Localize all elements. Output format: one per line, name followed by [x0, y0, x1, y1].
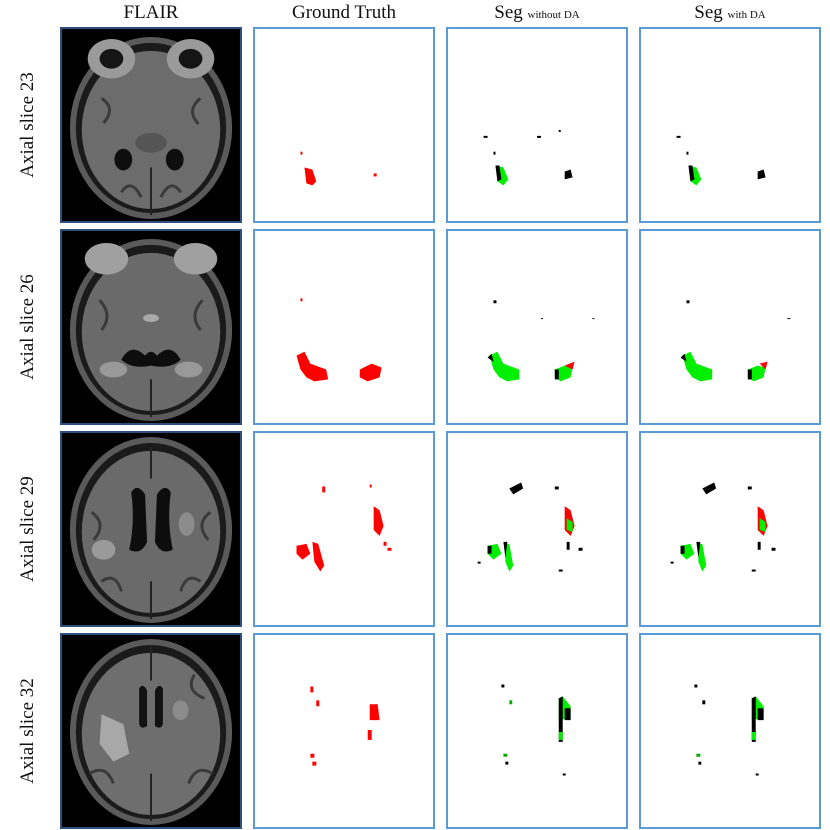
ground-truth-slice-23	[253, 27, 435, 223]
ground-truth-mask	[310, 686, 380, 766]
flair-image-slice-26	[60, 229, 242, 425]
flair-image-slice-32	[60, 633, 242, 829]
segmentation-mask	[694, 684, 764, 776]
column-label: FLAIR	[123, 2, 179, 23]
flair-image-slice-29	[60, 431, 242, 627]
column-subscript: with DA	[727, 9, 766, 21]
row-label-slice-32: Axial slice 32	[17, 678, 38, 784]
ground-truth-slice-29	[253, 431, 435, 627]
ground-truth-slice-32	[253, 633, 435, 829]
brain-mri-image	[69, 639, 233, 825]
seg-with-da-slice-29	[639, 431, 821, 627]
seg-with-da-slice-23	[639, 27, 821, 223]
segmentation-mask	[477, 482, 583, 572]
ground-truth-mask	[300, 151, 377, 186]
column-label: Seg	[494, 2, 523, 23]
seg-without-da-slice-23	[446, 27, 628, 223]
segmentation-mask	[680, 300, 791, 382]
segmentation-mask	[487, 300, 595, 382]
column-label: Ground Truth	[292, 2, 396, 23]
column-header-ground-truth: Ground Truth	[253, 2, 435, 24]
ground-truth-mask	[296, 298, 382, 382]
brain-mri-image	[69, 437, 233, 623]
segmentation-mask	[501, 684, 571, 776]
seg-without-da-slice-26	[446, 229, 628, 425]
flair-image-slice-23	[60, 27, 242, 223]
row-label-slice-29: Axial slice 29	[17, 476, 38, 582]
ground-truth-mask	[296, 484, 392, 572]
seg-without-da-slice-29	[446, 431, 628, 627]
seg-with-da-slice-32	[639, 633, 821, 829]
brain-mri-image	[69, 238, 233, 421]
row-label-slice-23: Axial slice 23	[17, 72, 38, 178]
row-label-slice-26: Axial slice 26	[17, 274, 38, 380]
seg-without-da-slice-32	[446, 633, 628, 829]
segmentation-mask	[483, 129, 573, 186]
column-header-flair: FLAIR	[60, 2, 242, 24]
column-header-seg-without-da: Seg without DA	[446, 2, 628, 24]
column-label: Seg	[694, 2, 723, 23]
brain-mri-image	[69, 36, 233, 219]
ground-truth-slice-26	[253, 229, 435, 425]
column-subscript: without DA	[527, 9, 580, 21]
seg-with-da-slice-26	[639, 229, 821, 425]
column-header-seg-with-da: Seg with DA	[639, 2, 821, 24]
segmentation-mask	[670, 482, 776, 572]
segmentation-mask	[676, 135, 766, 186]
